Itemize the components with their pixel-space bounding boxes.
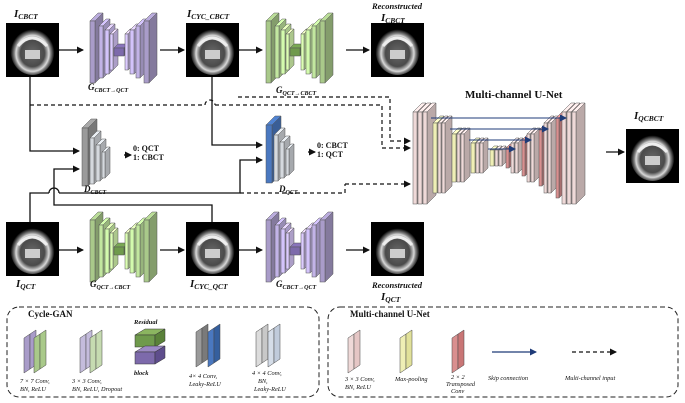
unet-layer	[530, 127, 541, 183]
svg-text:ICYC_CBCT: ICYC_CBCT	[186, 8, 230, 21]
unet-layer	[460, 127, 471, 183]
ct-image-i-cbct	[6, 23, 59, 77]
svg-text:4× 4 Conv,: 4× 4 Conv,	[189, 373, 218, 380]
svg-text:Multi-channel U-Net: Multi-channel U-Net	[350, 309, 430, 319]
svg-text:Transposed: Transposed	[446, 381, 476, 388]
svg-text:BN,: BN,	[258, 378, 268, 385]
discriminator-qct	[265, 115, 295, 184]
svg-text:Cycle-GAN: Cycle-GAN	[28, 309, 73, 319]
discriminator-layer	[101, 146, 111, 179]
svg-text:IQCBCT: IQCBCT	[633, 110, 664, 123]
generator-layer	[285, 227, 295, 270]
svg-text:4 × 4 Conv,: 4 × 4 Conv,	[252, 370, 282, 377]
legend-cycle-gan: Cycle-GAN 7 × 7 Conv, BN, ReLU 3 × 3 Con…	[6, 306, 320, 398]
unet-layer	[571, 102, 586, 205]
svg-text:0: QCT: 0: QCT	[133, 144, 160, 153]
svg-text:Multi-channel input: Multi-channel input	[564, 375, 615, 382]
svg-text:Leaky-ReLU: Leaky-ReLU	[188, 381, 221, 388]
unet-layer	[479, 137, 489, 174]
svg-text:GCBCT→QCT: GCBCT→QCT	[88, 82, 129, 94]
generator-cbct-to-qct-top	[89, 12, 158, 84]
ct-image-i-qct	[6, 222, 59, 276]
svg-text:Reconstructed: Reconstructed	[371, 1, 423, 11]
multi-channel-unet	[412, 102, 586, 205]
svg-text:BN, ReLU: BN, ReLU	[345, 384, 371, 391]
svg-text:DQCT: DQCT	[278, 184, 298, 196]
svg-text:ICBCT: ICBCT	[380, 12, 405, 25]
svg-text:Residual: Residual	[133, 319, 158, 326]
generator-qct-to-cbct-bottom	[89, 211, 158, 283]
ct-image-i-cyc-cbct	[186, 23, 239, 77]
svg-text:BN, ReLU, Dropout: BN, ReLU, Dropout	[72, 386, 122, 393]
svg-text:Conv: Conv	[451, 388, 464, 395]
generator-qct-to-cbct-top	[265, 12, 334, 84]
legend-multi-channel-unet: Multi-channel U-Net 3 × 3 Conv, BN, ReLU…	[327, 306, 679, 398]
unet-layer	[498, 145, 507, 167]
svg-text:0: CBCT: 0: CBCT	[317, 141, 349, 150]
generator-layer	[143, 211, 158, 283]
generator-cbct-to-qct-bottom	[265, 211, 334, 283]
svg-text:DCBCT: DCBCT	[83, 184, 107, 196]
svg-text:3 × 3 Conv,: 3 × 3 Conv,	[344, 376, 375, 383]
multi-channel-input-arrows	[30, 96, 411, 194]
svg-text:IQCT: IQCT	[380, 291, 401, 304]
svg-text:ICBCT: ICBCT	[13, 8, 38, 21]
discriminator-cbct	[81, 118, 111, 187]
ct-image-reconstructed-cbct	[371, 23, 424, 77]
svg-text:GCBCT→QCT: GCBCT→QCT	[276, 279, 317, 291]
ct-image-reconstructed-qct	[371, 222, 424, 276]
svg-text:IQCT: IQCT	[15, 278, 36, 291]
ct-image-i-qcbct	[626, 129, 679, 183]
svg-text:1: QCT: 1: QCT	[317, 150, 344, 159]
flow-arrows	[29, 46, 625, 254]
generator-layer	[143, 12, 158, 84]
svg-text:ICYC_QCT: ICYC_QCT	[189, 278, 228, 291]
unet-layer	[441, 115, 453, 194]
svg-text:GQCT→CBCT: GQCT→CBCT	[90, 279, 131, 291]
svg-text:Skip connection: Skip connection	[488, 375, 528, 382]
generator-layer	[319, 12, 334, 84]
discriminator-layer	[285, 143, 295, 176]
svg-text:7 × 7 Conv,: 7 × 7 Conv,	[20, 378, 50, 385]
svg-text:2 × 2: 2 × 2	[451, 374, 466, 381]
svg-text:block: block	[134, 370, 149, 377]
svg-text:1: CBCT: 1: CBCT	[133, 153, 165, 162]
svg-text:BN, ReLU: BN, ReLU	[20, 386, 46, 393]
svg-text:Multi-channel U-Net: Multi-channel U-Net	[465, 89, 563, 101]
svg-text:Max-pooling: Max-pooling	[394, 376, 428, 383]
svg-text:3 × 3 Conv,: 3 × 3 Conv,	[71, 378, 102, 385]
diagram-labels: ICBCT ICYC_CBCT Reconstructed ICBCT GCBC…	[13, 1, 664, 304]
svg-text:GQCT→CBCT: GQCT→CBCT	[276, 85, 317, 97]
ct-image-i-cyc-qct	[186, 222, 239, 276]
svg-text:Leaky-ReLU: Leaky-ReLU	[253, 386, 286, 393]
svg-text:Reconstructed: Reconstructed	[371, 280, 423, 290]
generator-layer	[319, 211, 334, 283]
